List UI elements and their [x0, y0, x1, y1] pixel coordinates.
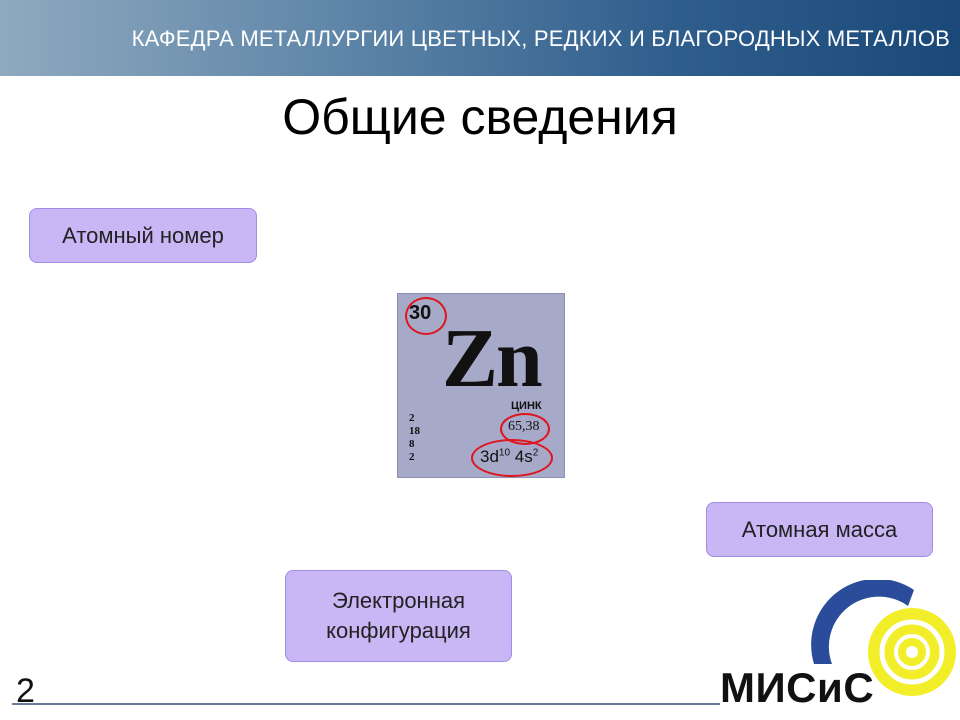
electron-config-label-2: конфигурация [326, 618, 471, 643]
header-bar: КАФЕДРА МЕТАЛЛУРГИИ ЦВЕТНЫХ, РЕДКИХ И БЛ… [0, 0, 960, 76]
department-title: КАФЕДРА МЕТАЛЛУРГИИ ЦВЕТНЫХ, РЕДКИХ И БЛ… [131, 26, 950, 51]
slide-number: 2 [16, 672, 35, 710]
element-symbol: Zn [442, 312, 543, 405]
slide-title: Общие сведения [282, 89, 678, 145]
logo-text: МИСиС [720, 664, 875, 711]
shell-value: 2 [409, 412, 415, 424]
highlight-ring-number [405, 297, 447, 335]
electron-config-label-1: Электронная [331, 588, 466, 613]
atomic-mass-label: Атомная масса [741, 516, 898, 542]
atomic-number-callout: Атомный номер [29, 208, 257, 263]
electron-config-callout: Электронная конфигурация [285, 570, 512, 662]
logo-blue-arc [811, 580, 914, 664]
electron-shells: 2 18 8 2 [409, 412, 420, 464]
highlight-ring-config [471, 439, 553, 477]
logo-center-dot [906, 646, 918, 658]
element-name: ЦИНК [511, 400, 542, 412]
logo-ring-inner [894, 634, 930, 670]
misis-logo-icon [811, 580, 956, 696]
shell-value: 8 [409, 438, 415, 450]
shell-value: 2 [409, 451, 415, 463]
atomic-mass-callout: Атомная масса [706, 502, 933, 557]
shell-value: 18 [409, 425, 420, 437]
atomic-number-label: Атомный номер [62, 222, 224, 248]
footer-divider [12, 703, 720, 705]
logo-ring-outer [879, 619, 945, 685]
element-card-zinc: 30 Zn ЦИНК 65,38 2 18 8 2 3d10 4s2 [397, 293, 565, 478]
